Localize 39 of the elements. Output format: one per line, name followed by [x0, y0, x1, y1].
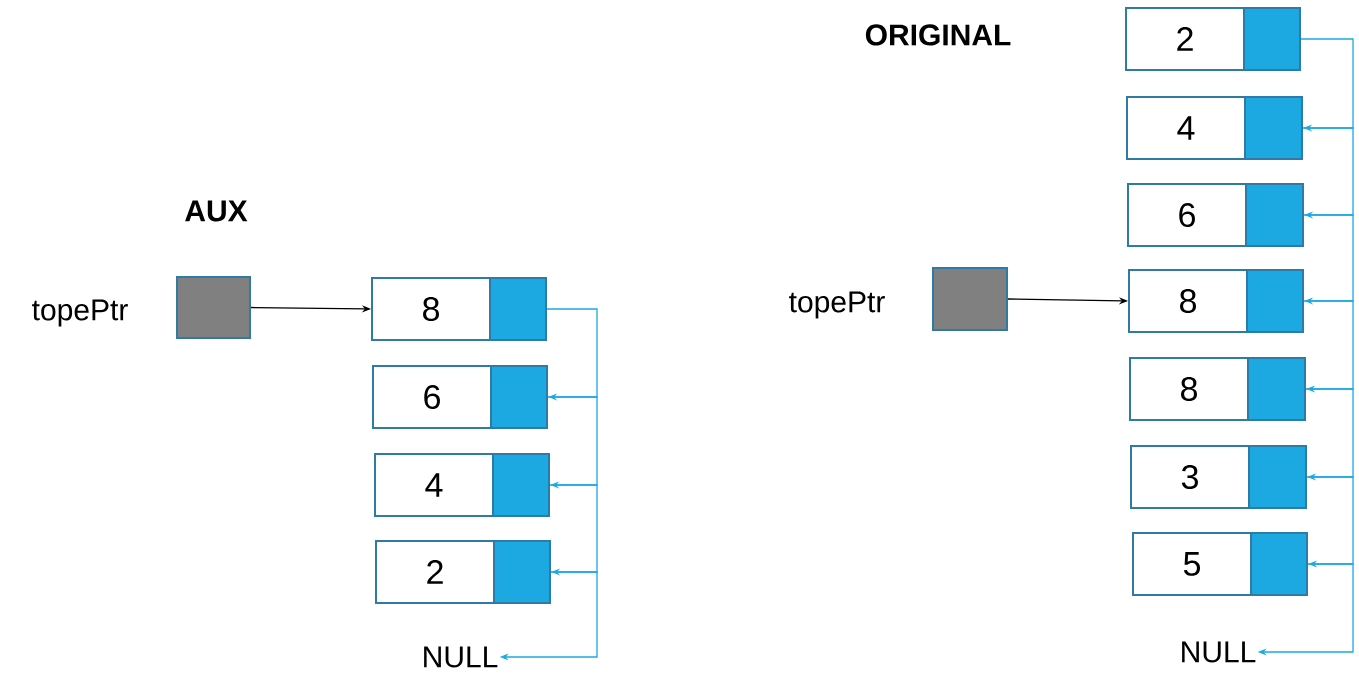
value-box: 6 [1127, 183, 1247, 247]
value-box: 8 [1128, 269, 1248, 333]
arrow [1305, 388, 1354, 481]
value-box: 4 [1126, 96, 1246, 160]
value-box: 6 [372, 365, 492, 429]
pointer-cell [1243, 7, 1301, 71]
arrow [1302, 127, 1354, 219]
arrow [549, 484, 598, 576]
arrow [1300, 38, 1354, 132]
heading: ORIGINAL [865, 24, 1011, 46]
pointer-box [176, 276, 251, 339]
heading: AUX [185, 200, 248, 222]
pointer-box [932, 267, 1008, 331]
pointer-cell [489, 277, 547, 341]
pointer-cell [1247, 357, 1306, 421]
pointer-label: topePtr [32, 299, 128, 327]
arrow [1306, 476, 1354, 568]
value-box: 3 [1130, 445, 1250, 509]
pointer-cell [1245, 183, 1304, 247]
null-label: NULL [1182, 641, 1256, 663]
value-box: 2 [1125, 7, 1245, 71]
pointer-cell [1246, 269, 1304, 333]
value-box: 8 [1129, 357, 1249, 421]
pointer-cell [1248, 445, 1307, 509]
arrow [1303, 300, 1354, 393]
arrow [1303, 214, 1354, 305]
pointer-cell [493, 540, 551, 604]
pointer-cell [1244, 96, 1303, 160]
pointer-label: topePtr [789, 291, 885, 319]
value-box: 8 [371, 277, 491, 341]
value-box: 2 [375, 540, 495, 604]
pointer-cell [492, 453, 550, 517]
arrow [547, 396, 598, 489]
pointer-cell [1250, 532, 1308, 596]
null-label: NULL [424, 646, 498, 668]
pointer-cell [490, 365, 548, 429]
arrow [546, 308, 598, 401]
value-box: 4 [374, 453, 494, 517]
value-box: 5 [1132, 532, 1252, 596]
